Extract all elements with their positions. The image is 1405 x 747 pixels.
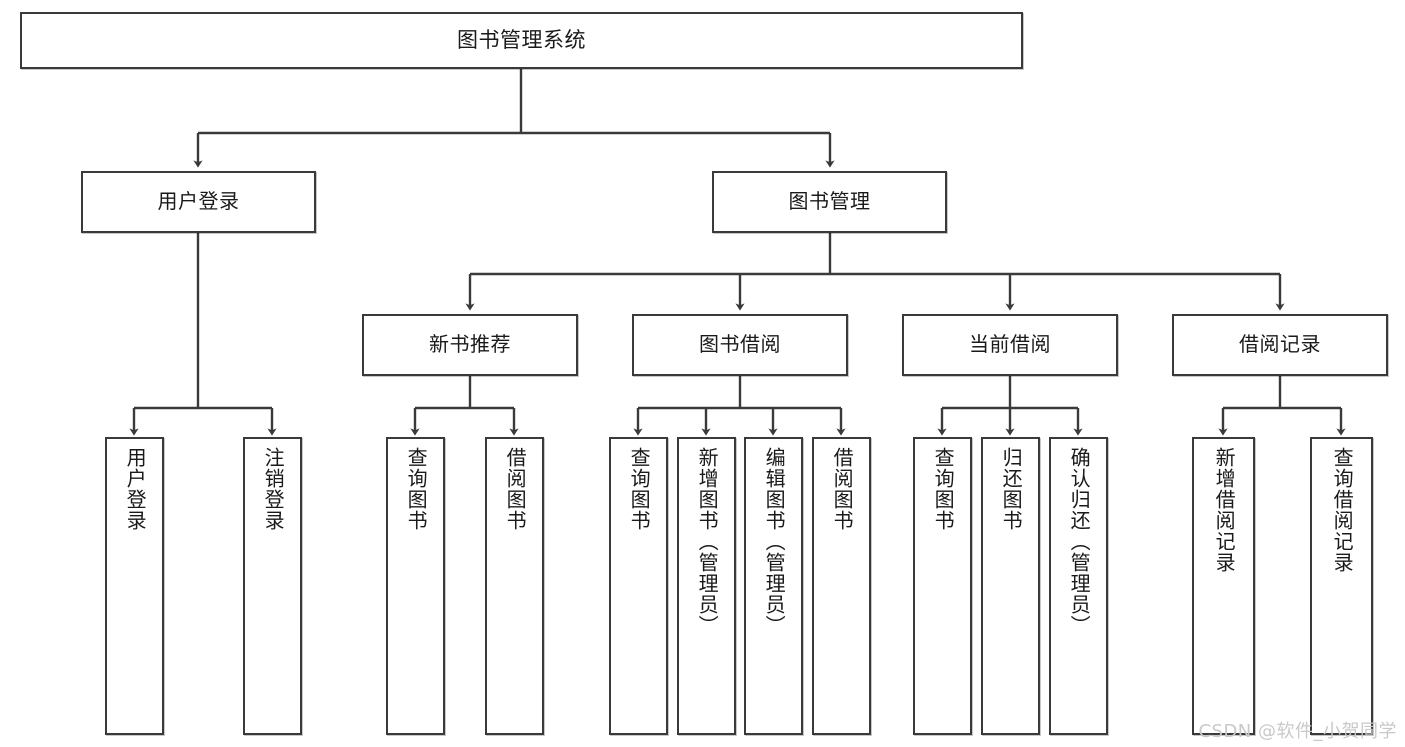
node-label: 当前借阅 — [969, 332, 1051, 357]
node-label: 编辑图书（管理员） — [762, 447, 787, 636]
leaf-user-login-logout[interactable]: 注销登录 — [243, 437, 302, 735]
leaf-borrow-record-query-record[interactable]: 查询借阅记录 — [1310, 437, 1373, 735]
node-root-book-management-system[interactable]: 图书管理系统 — [20, 12, 1023, 69]
leaf-new-book-borrow-book[interactable]: 借阅图书 — [485, 437, 544, 735]
node-label: 查询图书 — [404, 447, 429, 531]
node-label: 图书管理系统 — [457, 28, 586, 53]
leaf-book-borrow-add-book-admin[interactable]: 新增图书（管理员） — [677, 437, 736, 735]
node-label: 用户登录 — [123, 447, 148, 531]
node-label: 确认归还（管理员） — [1067, 447, 1092, 636]
leaf-user-login-login[interactable]: 用户登录 — [105, 437, 164, 735]
leaf-current-borrow-confirm-return-admin[interactable]: 确认归还（管理员） — [1049, 437, 1108, 735]
node-borrow-record[interactable]: 借阅记录 — [1172, 314, 1388, 376]
node-label: 查询图书 — [627, 447, 652, 531]
node-label: 新增借阅记录 — [1212, 447, 1237, 573]
leaf-borrow-record-add-record[interactable]: 新增借阅记录 — [1192, 437, 1255, 735]
node-label: 借阅图书 — [503, 447, 528, 531]
csdn-watermark: CSDN @软件_小贺同学 — [1198, 721, 1397, 742]
node-label: 图书管理 — [788, 189, 871, 214]
node-new-book-recommend[interactable]: 新书推荐 — [362, 314, 578, 376]
leaf-new-book-query-book[interactable]: 查询图书 — [386, 437, 445, 735]
node-label: 查询图书 — [931, 447, 956, 531]
node-label: 借阅记录 — [1239, 332, 1321, 357]
leaf-current-borrow-query-book[interactable]: 查询图书 — [913, 437, 972, 735]
node-label: 图书借阅 — [699, 332, 781, 357]
node-label: 查询借阅记录 — [1330, 447, 1355, 573]
node-current-borrow[interactable]: 当前借阅 — [902, 314, 1118, 376]
node-user-login[interactable]: 用户登录 — [81, 171, 316, 233]
node-book-management[interactable]: 图书管理 — [712, 171, 947, 233]
node-label: 借阅图书 — [830, 447, 855, 531]
node-label: 用户登录 — [157, 189, 240, 214]
node-label: 注销登录 — [261, 447, 286, 531]
leaf-book-borrow-borrow-book[interactable]: 借阅图书 — [812, 437, 871, 735]
node-label: 归还图书 — [999, 447, 1024, 531]
node-label: 新书推荐 — [429, 332, 511, 357]
leaf-book-borrow-query-book[interactable]: 查询图书 — [609, 437, 668, 735]
leaf-current-borrow-return-book[interactable]: 归还图书 — [981, 437, 1040, 735]
node-book-borrow[interactable]: 图书借阅 — [632, 314, 848, 376]
leaf-book-borrow-edit-book-admin[interactable]: 编辑图书（管理员） — [744, 437, 803, 735]
node-label: 新增图书（管理员） — [695, 447, 720, 636]
